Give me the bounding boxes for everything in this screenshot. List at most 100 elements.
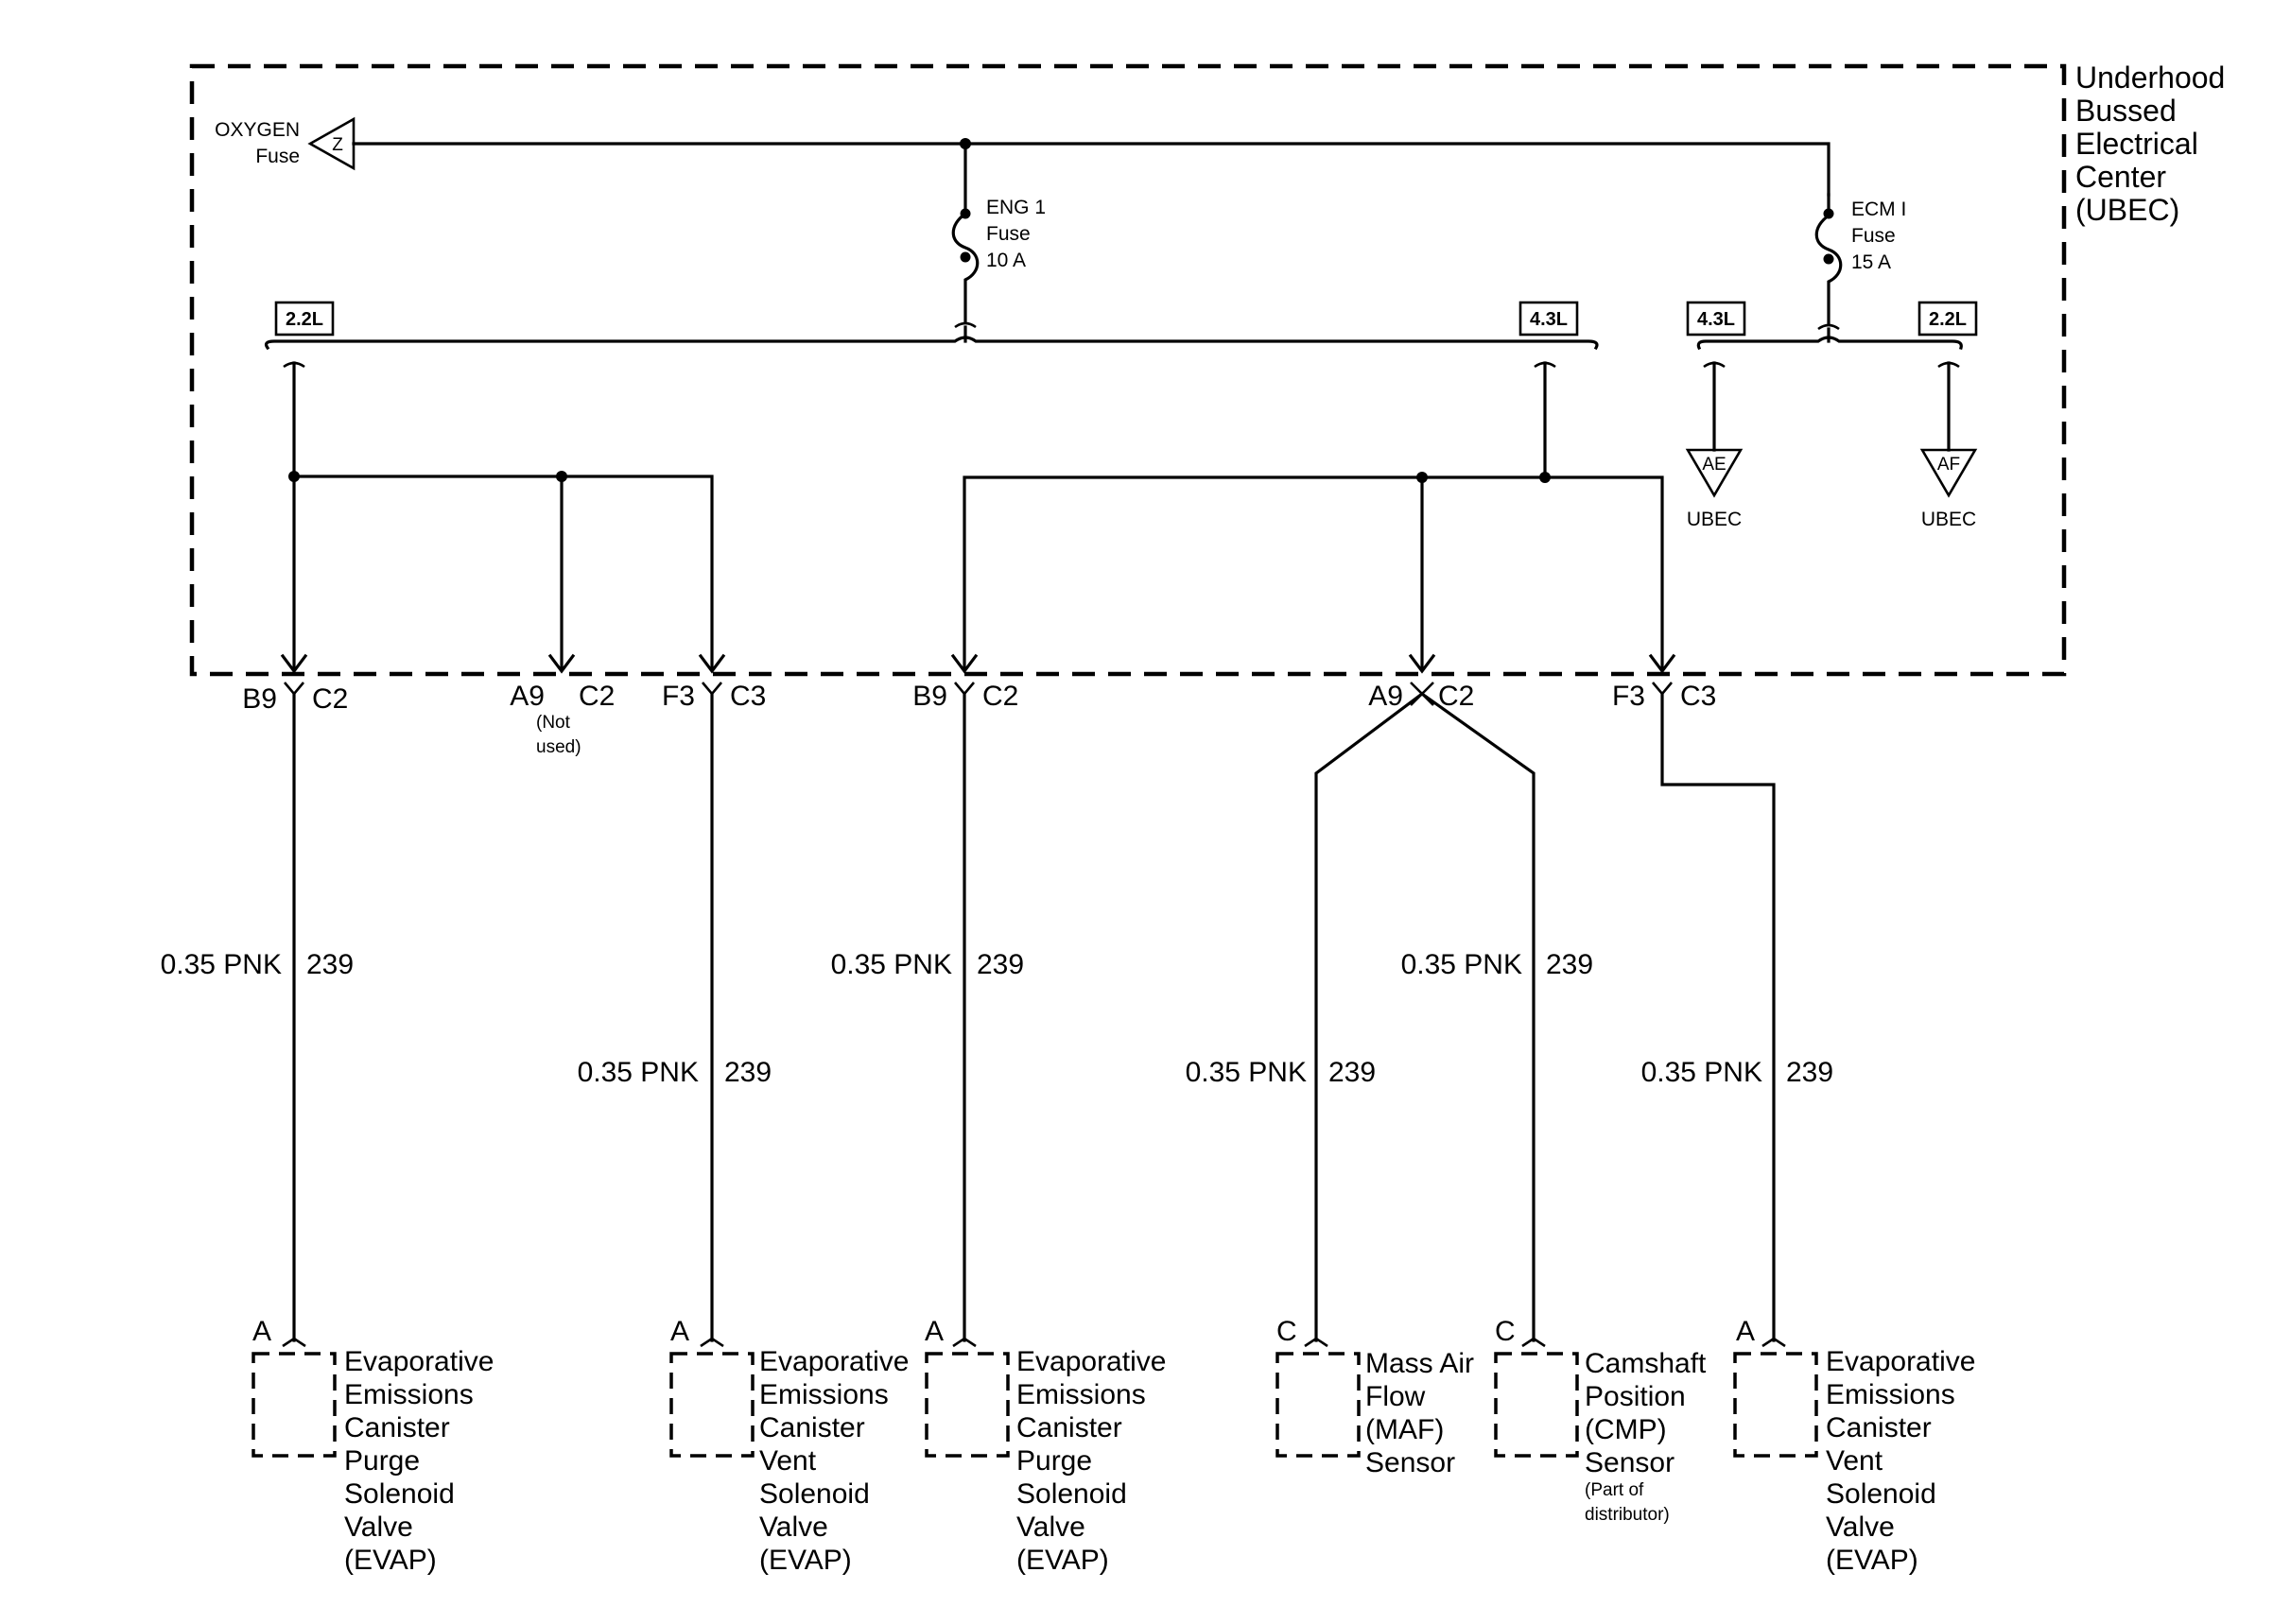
component-name-line: Valve bbox=[1016, 1512, 1085, 1543]
internal-wiring-2-2l bbox=[288, 471, 714, 669]
component-name-line: Solenoid bbox=[759, 1478, 870, 1510]
ecm1-fuse-rating: 15 A bbox=[1851, 251, 1891, 273]
component-box bbox=[669, 1352, 755, 1458]
arrowhead-icon bbox=[1408, 653, 1436, 674]
ubec-ref-label: UBEC bbox=[1921, 509, 1976, 530]
component-name-line: Emissions bbox=[344, 1379, 474, 1410]
wire-gauge-color: 0.35 PNK bbox=[1401, 949, 1522, 980]
component-cmp-sensor: C Camshaft Position (CMP) Sensor (Part o… bbox=[1494, 1316, 1707, 1525]
connector-arrowheads bbox=[280, 653, 1676, 674]
pin-terminal-icon bbox=[1761, 1337, 1786, 1348]
arrowhead-icon bbox=[1648, 653, 1676, 674]
ubec-title: Underhood Bussed Electrical Center (UBEC… bbox=[2075, 60, 2225, 227]
ubec-title-line: Electrical bbox=[2075, 127, 2198, 161]
pin-terminal-icon bbox=[952, 1337, 977, 1348]
engine-badge-label: 4.3L bbox=[1530, 309, 1568, 330]
fuse-terminal-dot bbox=[1823, 253, 1834, 265]
connector-break-icon bbox=[1817, 323, 1840, 331]
external-wires bbox=[292, 691, 1776, 1342]
component-evap-purge-solenoid: A Evaporative Emissions Canister Purge S… bbox=[252, 1316, 494, 1576]
component-name-line: Valve bbox=[344, 1512, 413, 1543]
ecm1-fuse-name: ECM I bbox=[1851, 199, 1906, 220]
engine-badge-4-3l-mid: 4.3L bbox=[1518, 301, 1579, 337]
oxygen-fuse-reference: OXYGEN Fuse Z bbox=[215, 116, 356, 171]
connector-y-icon bbox=[702, 682, 722, 697]
component-pin: A bbox=[925, 1316, 944, 1347]
component-name-line: Camshaft bbox=[1585, 1348, 1707, 1379]
component-name-line: (EVAP) bbox=[1826, 1545, 1918, 1576]
connector-id: C2 bbox=[312, 683, 348, 715]
ecm-option-bus bbox=[1696, 327, 1963, 452]
wire-circuit: 239 bbox=[1786, 1057, 1833, 1088]
wire-circuit: 239 bbox=[1328, 1057, 1376, 1088]
connector-note: used) bbox=[536, 737, 581, 757]
connector-id: C2 bbox=[1438, 681, 1474, 712]
pin-terminal-icon bbox=[1304, 1337, 1328, 1348]
component-name-line: Valve bbox=[1826, 1512, 1895, 1543]
fuse-terminal-dot bbox=[1823, 208, 1834, 219]
component-evap-purge-solenoid: A Evaporative Emissions Canister Purge S… bbox=[925, 1316, 1166, 1576]
component-note: distributor) bbox=[1585, 1505, 1670, 1525]
component-name-line: Mass Air bbox=[1365, 1348, 1474, 1379]
wire-gauge-color: 0.35 PNK bbox=[1186, 1057, 1307, 1088]
component-name-line: Vent bbox=[759, 1445, 817, 1477]
component-name-line: Canister bbox=[759, 1412, 865, 1443]
component-evap-vent-solenoid: A Evaporative Emissions Canister Vent So… bbox=[1733, 1316, 1975, 1576]
component-name-line: Flow bbox=[1365, 1381, 1426, 1412]
component-name-line: Emissions bbox=[1826, 1379, 1955, 1410]
eng1-fuse-name: ENG 1 bbox=[986, 197, 1046, 218]
splice-dot bbox=[1416, 472, 1428, 483]
splice-dot bbox=[288, 471, 300, 482]
component-note: (Part of bbox=[1585, 1480, 1644, 1500]
connector-y-icon bbox=[284, 682, 304, 697]
splice-dot bbox=[556, 471, 567, 482]
engine-badge-4-3l-right: 4.3L bbox=[1686, 301, 1746, 337]
component-name-line: Solenoid bbox=[1016, 1478, 1127, 1510]
connector-note: (Not bbox=[536, 713, 571, 733]
component-pin: A bbox=[670, 1316, 689, 1347]
top-bus-wire bbox=[352, 142, 1831, 197]
component-pin: A bbox=[252, 1316, 271, 1347]
component-box bbox=[1494, 1352, 1579, 1458]
pin-terminal-icon bbox=[282, 1337, 306, 1348]
ubec-ref-triangle-icon bbox=[1685, 448, 1744, 498]
component-name-line: Position bbox=[1585, 1381, 1686, 1412]
splice-dot bbox=[1539, 472, 1551, 483]
component-box bbox=[1275, 1352, 1361, 1458]
component-name-line: (CMP) bbox=[1585, 1414, 1667, 1445]
ecm1-fuse-word: Fuse bbox=[1851, 225, 1896, 247]
ubec-title-line: Center bbox=[2075, 160, 2166, 194]
oxygen-fuse-label: Fuse bbox=[255, 146, 300, 167]
component-box bbox=[925, 1352, 1010, 1458]
component-name-line: Solenoid bbox=[1826, 1478, 1936, 1510]
component-pin: C bbox=[1276, 1316, 1297, 1347]
internal-wiring-4-3l bbox=[963, 472, 1664, 669]
connector-id: C2 bbox=[579, 681, 615, 712]
arrowhead-icon bbox=[950, 653, 979, 674]
bus-wire bbox=[264, 336, 1599, 351]
wire-239 bbox=[1660, 692, 1776, 1342]
wire-gauge-color: 0.35 PNK bbox=[1641, 1057, 1762, 1088]
connector-pin: A9 bbox=[1368, 681, 1403, 712]
ubec-ref-label: UBEC bbox=[1687, 509, 1742, 530]
connector-y-icon bbox=[954, 682, 975, 697]
connector-pin: A9 bbox=[510, 681, 545, 712]
eng1-fuse-word: Fuse bbox=[986, 223, 1031, 245]
component-maf-sensor: C Mass Air Flow (MAF) Sensor bbox=[1275, 1316, 1474, 1478]
component-name-line: (EVAP) bbox=[344, 1545, 437, 1576]
component-name-line: Canister bbox=[1826, 1412, 1932, 1443]
ubec-title-line: Bussed bbox=[2075, 94, 2177, 128]
component-name-line: Emissions bbox=[759, 1379, 889, 1410]
component-name-line: Canister bbox=[1016, 1412, 1122, 1443]
oxygen-fuse-label: OXYGEN bbox=[215, 119, 300, 141]
fuse-terminal-dot bbox=[960, 251, 971, 263]
eng1-fuse-rating: 10 A bbox=[986, 250, 1026, 271]
distribution-wire bbox=[963, 475, 1664, 669]
connector-id: C2 bbox=[982, 681, 1018, 712]
connector-pin: B9 bbox=[242, 683, 277, 715]
component-name-line: Vent bbox=[1826, 1445, 1883, 1477]
fuse-terminal-dot bbox=[960, 208, 971, 219]
arrowhead-icon bbox=[547, 653, 576, 674]
component-name-line: Valve bbox=[759, 1512, 828, 1543]
